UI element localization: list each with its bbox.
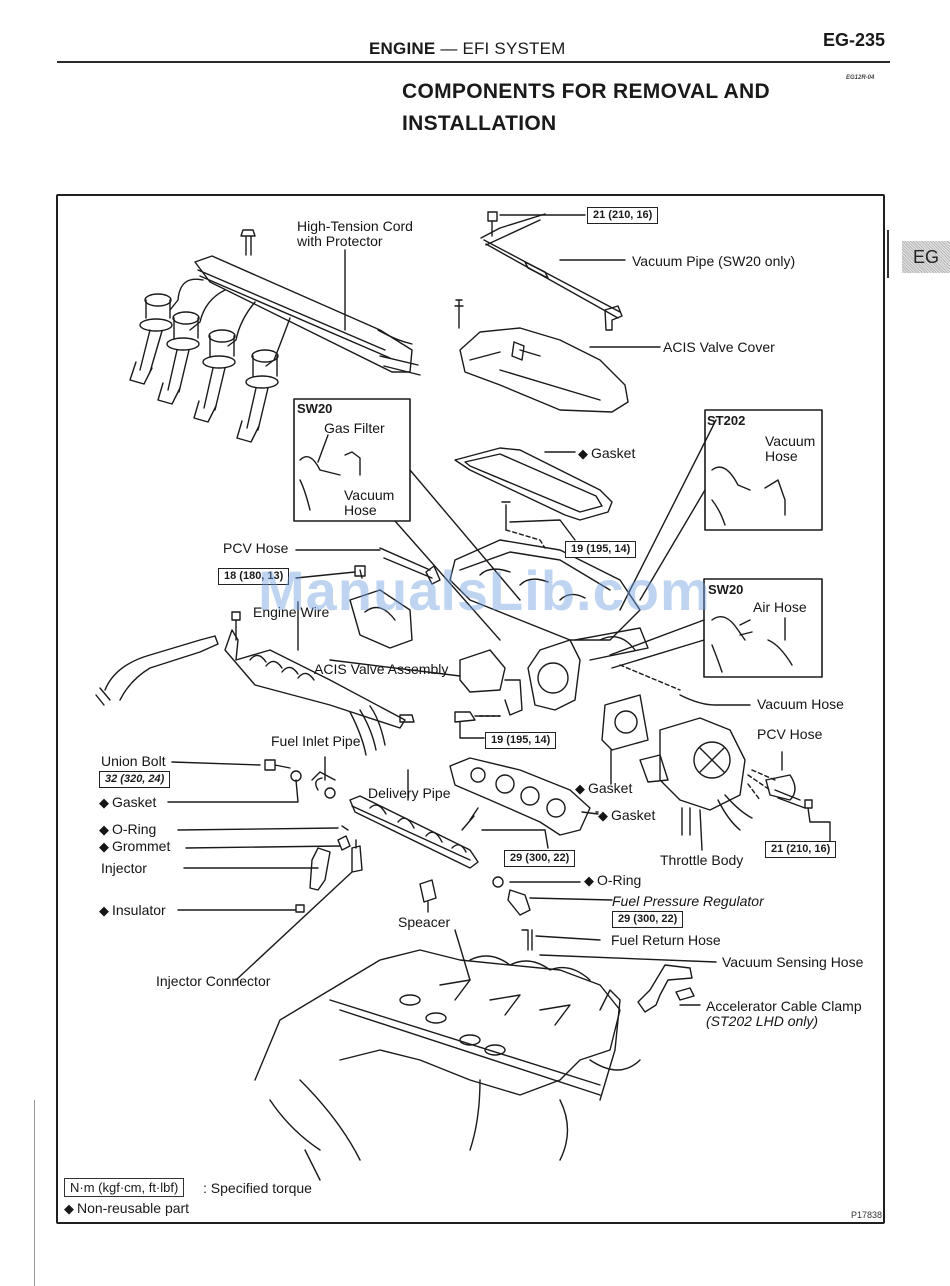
label-gasket-union: ◆Gasket	[99, 794, 157, 811]
engine-wire-drawing	[95, 611, 415, 756]
spark-plug-boot-2	[157, 311, 200, 405]
label-acis-valve-assembly: ACIS Valve Assembly	[314, 661, 449, 677]
torque-acis-nut: 18 (180, 13)	[218, 568, 290, 585]
header-rule	[57, 61, 890, 63]
doc-code: EG12R-04	[846, 75, 875, 81]
section-title: ENGINE — EFI SYSTEM	[369, 39, 566, 59]
label-injector: Injector	[101, 860, 147, 876]
label-fuel-inlet-pipe: Fuel Inlet Pipe	[271, 733, 361, 749]
non-reusable-icon: ◆	[575, 781, 585, 796]
non-reusable-icon: ◆	[99, 795, 109, 810]
legend-non-reusable: ◆Non-reusable part	[64, 1200, 190, 1216]
torque-union-bolt: 32 (320, 24)	[99, 771, 171, 788]
label-injector-connector: Injector Connector	[156, 973, 271, 989]
non-reusable-icon: ◆	[64, 1201, 74, 1216]
inset-sw20-gas-title: SW20	[297, 401, 333, 416]
label-vacuum-pipe: Vacuum Pipe (SW20 only)	[632, 253, 796, 269]
cylinder-head-drawing	[254, 929, 641, 1181]
non-reusable-icon: ◆	[99, 903, 109, 918]
non-reusable-icon: ◆	[578, 446, 588, 461]
label-throttle-body: Throttle Body	[660, 852, 744, 868]
label-grommet: ◆Grommet	[99, 838, 171, 855]
page-title-line2: INSTALLATION	[402, 112, 557, 135]
side-tab-rule	[887, 230, 889, 278]
torque-throttle-body: 21 (210, 16)	[765, 841, 837, 858]
label-gasket-manifold: ◆Gasket	[598, 807, 656, 824]
label-speacer: Speacer	[398, 914, 451, 930]
bolt-drawing	[240, 229, 256, 256]
spark-plug-boot-1	[129, 293, 173, 385]
inset-sw20-gas-box	[293, 398, 521, 641]
gasket-drawing	[454, 447, 613, 549]
label-vacuum-hose-st202: Vacuum Hose	[765, 433, 816, 464]
torque-manifold: 29 (300, 22)	[504, 850, 576, 867]
page-title: COMPONENTS FOR REMOVAL AND INSTALLATION	[402, 76, 770, 140]
label-union-bolt: Union Bolt	[101, 753, 166, 769]
leader-lines	[167, 761, 717, 1006]
inset-st202-title: ST202	[707, 413, 746, 428]
non-reusable-icon: ◆	[584, 873, 594, 888]
label-delivery-pipe: Delivery Pipe	[368, 785, 451, 801]
label-air-hose: Air Hose	[753, 599, 807, 615]
label-o-ring-injector: ◆O-Ring	[99, 821, 157, 838]
spark-plug-boot-4	[236, 349, 279, 443]
diagram-frame	[56, 194, 885, 1224]
label-gasket-throttle: ◆Gasket	[575, 780, 633, 797]
label-insulator: ◆Insulator	[99, 902, 166, 919]
page-number: EG-235	[823, 30, 886, 50]
figure-code: P17838	[851, 1210, 883, 1220]
spark-plug-boot-3	[193, 329, 236, 423]
legend-torque-unit: N·m (kgf·cm, ft·lbf)	[64, 1178, 185, 1197]
label-gas-filter: Gas Filter	[324, 420, 385, 436]
inset-st202-box	[619, 409, 823, 611]
section-separator: —	[435, 39, 463, 58]
non-reusable-icon: ◆	[598, 808, 608, 823]
torque-throttle-bolt: 19 (195, 14)	[485, 732, 557, 749]
label-engine-wire: Engine Wire	[253, 604, 330, 620]
throttle-body-drawing	[639, 717, 831, 851]
manifold-gasket-drawing	[449, 757, 599, 849]
label-fuel-pressure-regulator: Fuel Pressure Regulator	[612, 893, 764, 909]
side-tab[interactable]: EG	[902, 241, 950, 273]
torque-vacuum-pipe: 21 (210, 16)	[587, 207, 659, 224]
torque-regulator: 29 (300, 22)	[612, 911, 684, 928]
label-fuel-return-hose: Fuel Return Hose	[611, 932, 721, 948]
throttle-gasket-drawing	[601, 694, 649, 785]
vacuum-pipe-drawing	[480, 211, 626, 331]
torque-cover-bolt: 19 (195, 14)	[565, 541, 637, 558]
acis-valve-cover-drawing	[454, 299, 661, 413]
label-acis-valve-cover: ACIS Valve Cover	[663, 339, 775, 355]
page-title-line1: COMPONENTS FOR REMOVAL AND	[402, 80, 770, 103]
label-accelerator-cable-clamp: Accelerator Cable Clamp (ST202 LHD only)	[706, 998, 862, 1029]
section-sub: EFI SYSTEM	[462, 39, 566, 58]
high-tension-cord-drawing	[129, 229, 421, 443]
intake-plenum-drawing	[295, 539, 649, 739]
non-reusable-icon: ◆	[99, 839, 109, 854]
section-main: ENGINE	[369, 39, 436, 58]
label-pcv-hose-left: PCV Hose	[223, 540, 289, 556]
label-vacuum-sensing-hose: Vacuum Sensing Hose	[722, 954, 864, 970]
watermark: ManualsLib.com	[258, 559, 711, 622]
label-high-tension-cord: High-Tension Cord with Protector	[297, 218, 413, 249]
non-reusable-icon: ◆	[99, 822, 109, 837]
label-pcv-hose-right: PCV Hose	[757, 726, 823, 742]
legend-torque-desc: : Specified torque	[203, 1180, 312, 1196]
inset-sw20-air-title: SW20	[708, 582, 744, 597]
label-vacuum-hose-sw20: Vacuum Hose	[344, 487, 395, 518]
accelerator-clamp-drawing	[637, 964, 695, 1013]
inset-sw20-air-box	[609, 578, 823, 706]
label-vacuum-hose: Vacuum Hose	[757, 696, 844, 712]
label-o-ring-regulator: ◆O-Ring	[584, 872, 642, 889]
binding-edge	[34, 1100, 35, 1286]
label-gasket-cover: ◆Gasket	[578, 445, 636, 462]
